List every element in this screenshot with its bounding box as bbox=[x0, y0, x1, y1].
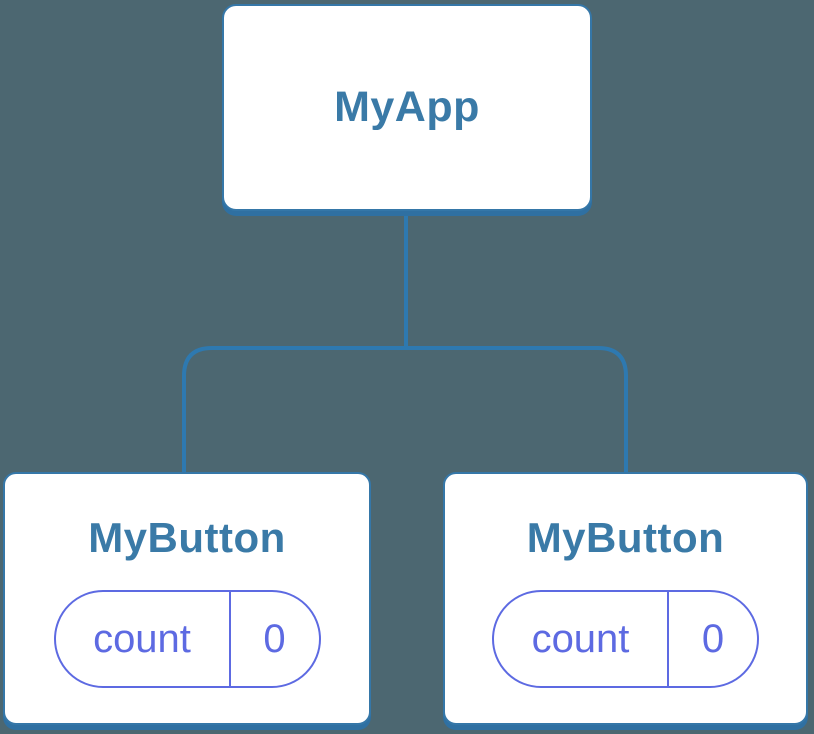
state-value-cell: 0 bbox=[669, 592, 757, 686]
state-value-label: 0 bbox=[701, 617, 725, 661]
state-name-cell: count bbox=[56, 592, 231, 686]
node-myapp-label: MyApp bbox=[334, 83, 480, 131]
state-value-label: 0 bbox=[263, 617, 286, 661]
node-mybutton-left: MyButton count 0 bbox=[3, 472, 371, 725]
state-name-cell: count bbox=[494, 592, 669, 686]
state-pill-left: count 0 bbox=[53, 590, 321, 688]
node-mybutton-left-label: MyButton bbox=[88, 514, 286, 561]
state-name-label: count bbox=[531, 617, 630, 661]
state-value-cell: 0 bbox=[231, 592, 319, 686]
state-pill-right: count 0 bbox=[492, 590, 759, 688]
node-mybutton-right-label: MyButton bbox=[526, 514, 725, 561]
state-name-label: count bbox=[93, 617, 191, 661]
connector-brace bbox=[182, 346, 628, 476]
node-mybutton-right: MyButton count 0 bbox=[443, 472, 808, 725]
node-myapp: MyApp bbox=[222, 4, 592, 211]
